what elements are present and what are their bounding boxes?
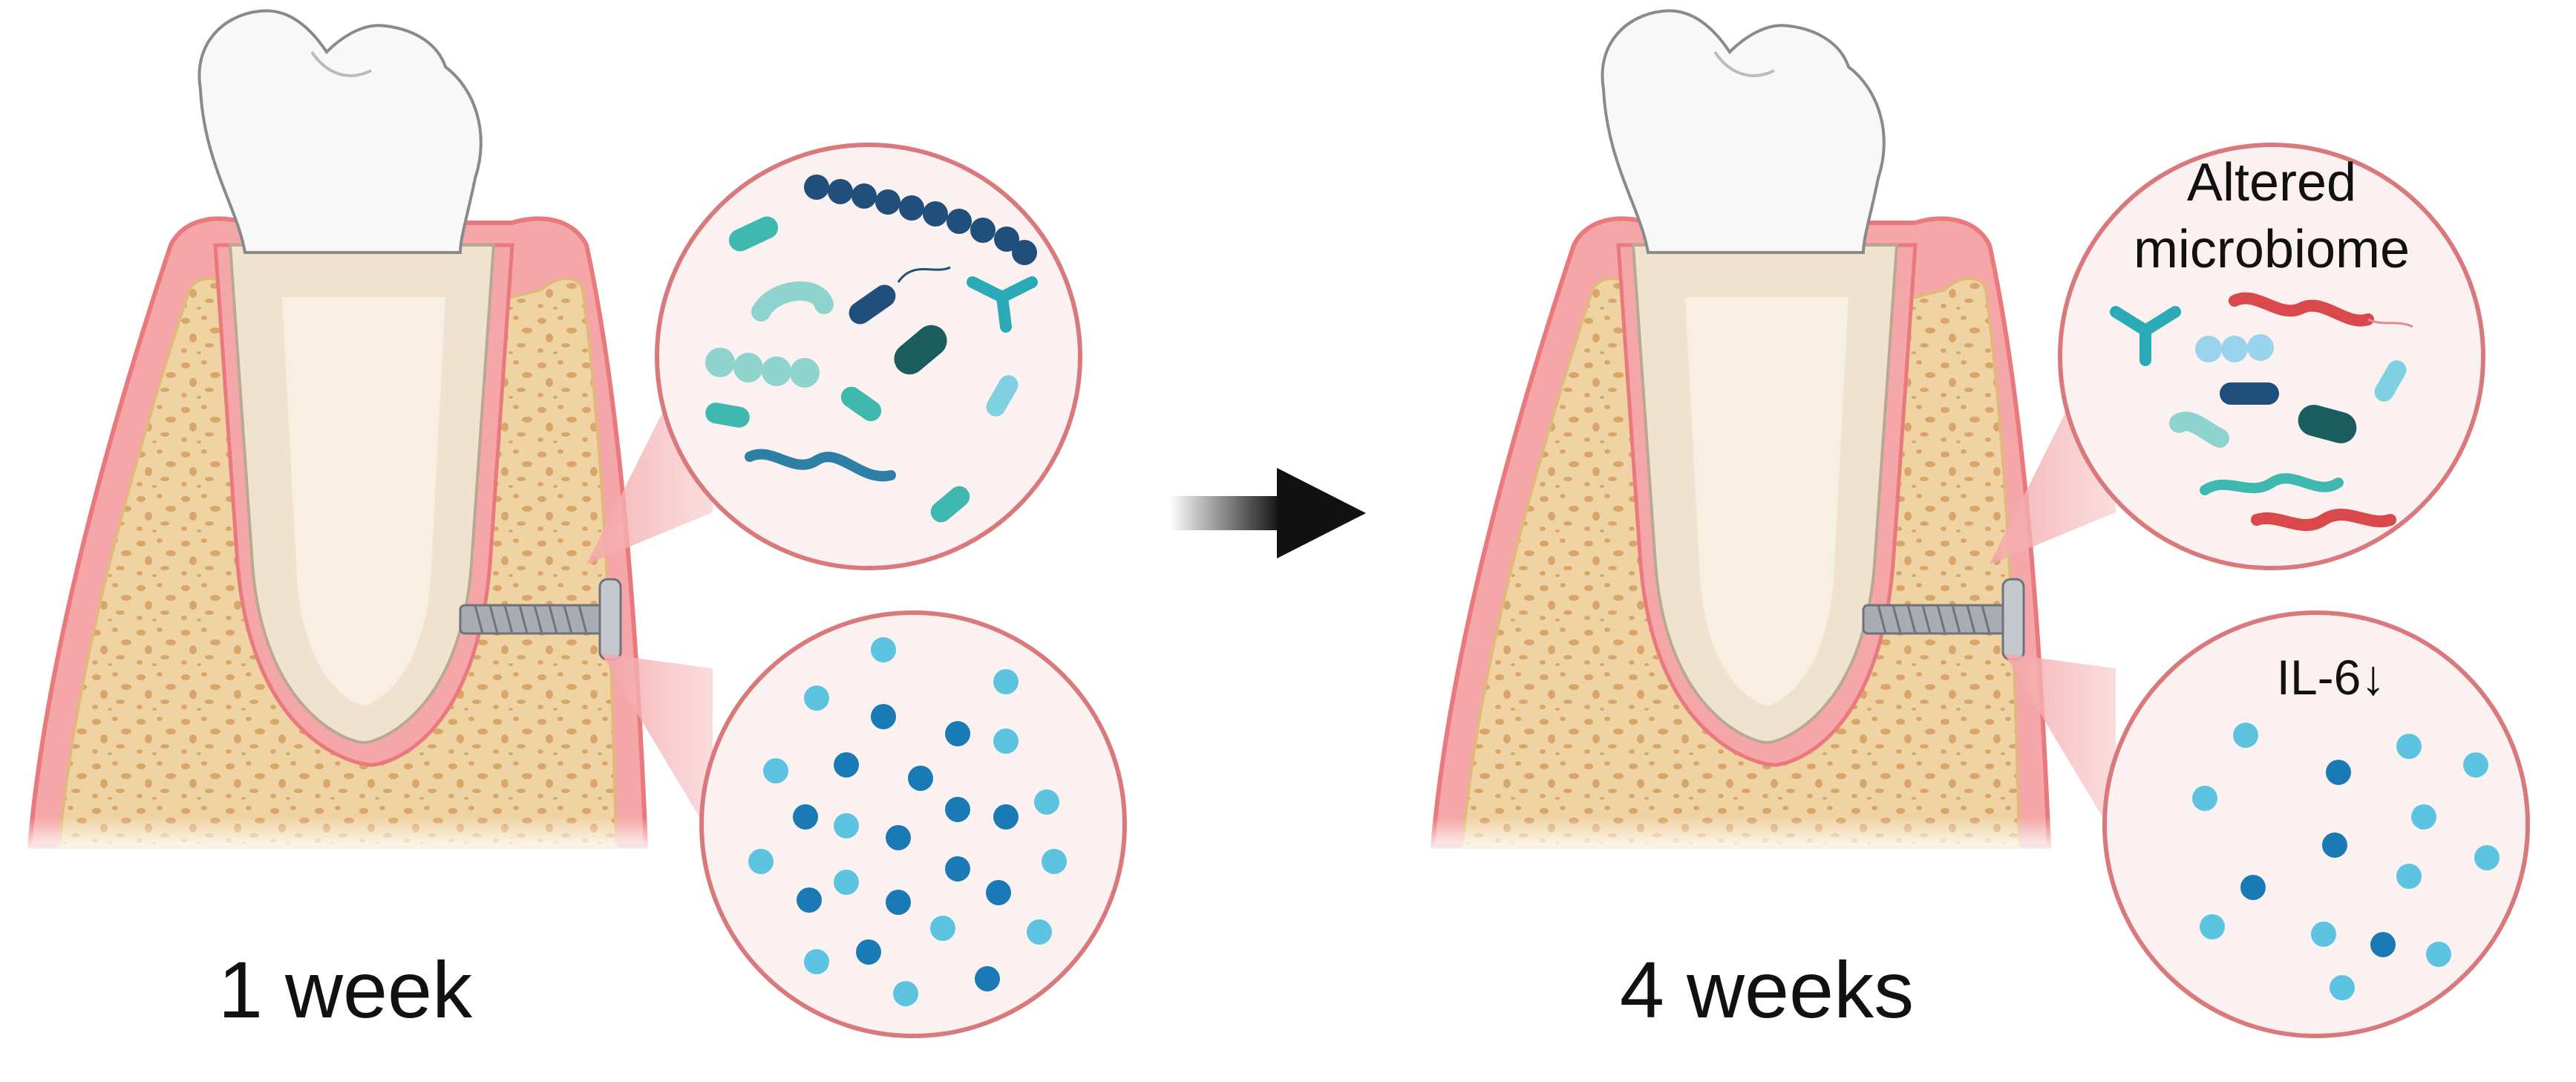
arrow-right-icon bbox=[1169, 468, 1366, 558]
fade-overlay bbox=[1403, 705, 2071, 854]
tooth-icon bbox=[197, 9, 496, 745]
cytokine-circle: IL-6↓ bbox=[2102, 610, 2530, 1038]
microbiome-label-line-2: microbiome bbox=[2134, 220, 2410, 279]
cytokine-dot-icon bbox=[748, 637, 1067, 1006]
microbiome-circle: Altered microbiome bbox=[2058, 143, 2485, 570]
fade-overlay bbox=[0, 705, 668, 854]
screw-icon bbox=[459, 578, 622, 661]
cytokine-label: IL-6↓ bbox=[2277, 650, 2386, 705]
zoom-cone-bottom bbox=[601, 654, 713, 839]
panel-1-week: 1 week bbox=[0, 9, 1127, 1038]
zoom-cone-bottom bbox=[2004, 654, 2116, 839]
microbiome-circle bbox=[655, 143, 1082, 570]
screw-icon bbox=[1862, 578, 2025, 661]
time-label-2: 4 weeks bbox=[1620, 945, 1914, 1034]
bacteria-icon bbox=[2110, 292, 2413, 532]
tooth-icon bbox=[1601, 9, 1899, 745]
panel-4-weeks: Altered microbiome IL-6↓ bbox=[1403, 9, 2530, 1038]
bacteria-icon bbox=[705, 175, 1038, 523]
cytokine-circle bbox=[699, 610, 1127, 1038]
microbiome-label-line-1: Altered bbox=[2187, 153, 2356, 212]
cytokine-dot-icon bbox=[2192, 723, 2500, 1000]
time-label-1: 1 week bbox=[218, 945, 473, 1034]
